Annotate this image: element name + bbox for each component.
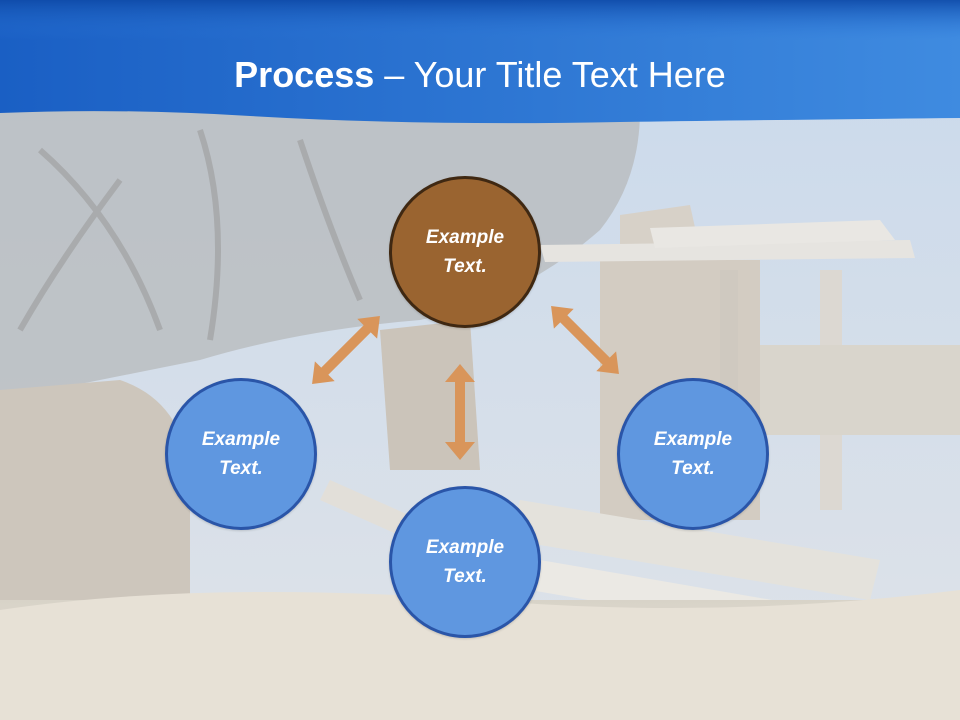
double-arrow-left-icon [312,316,380,384]
slide-title: Process – Your Title Text Here [0,52,960,98]
node-label-line2: Text. [671,458,715,479]
process-node-right[interactable]: Example Text. [617,378,769,530]
process-node-center[interactable]: Example Text. [389,176,541,328]
node-label-line2: Text. [443,256,487,277]
node-label-line1: Example [425,227,505,248]
node-label-line2: Text. [219,458,263,479]
process-node-bottom[interactable]: Example Text. [389,486,541,638]
node-label-line1: Example [425,537,505,558]
double-arrow-right-icon [551,306,619,374]
node-label-line1: Example [201,429,281,450]
title-bold-part: Process [234,54,375,95]
title-rest-part: – Your Title Text Here [374,54,726,95]
double-arrow-vertical-icon [445,364,475,460]
node-label-line1: Example [653,429,733,450]
node-label-line2: Text. [443,566,487,587]
process-node-left[interactable]: Example Text. [165,378,317,530]
